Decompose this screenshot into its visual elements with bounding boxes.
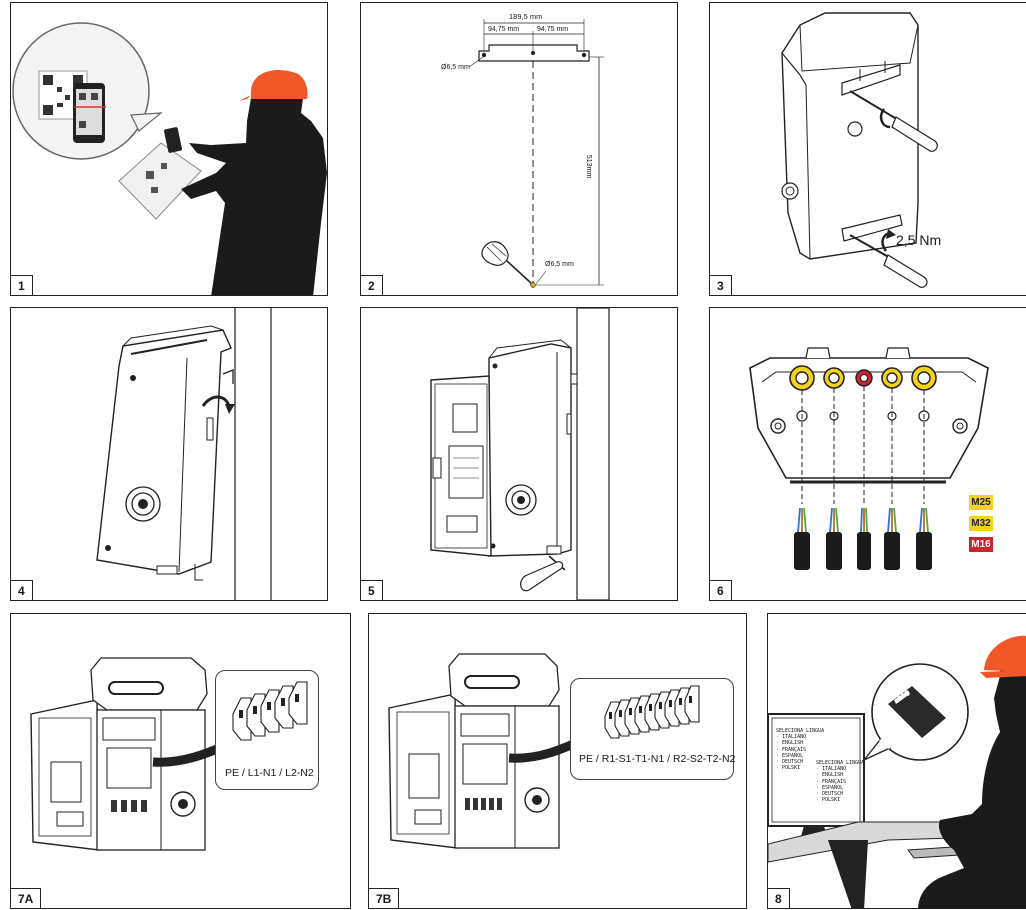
screen-line: · ESPAÑOL — [776, 752, 804, 759]
screen-line: · POLSKI — [776, 765, 801, 772]
gland-size-m25: M25 — [969, 495, 993, 510]
step-number: 2 — [361, 275, 383, 295]
terminal-block-drawing — [232, 681, 308, 741]
illustration-wiring-three-phase — [388, 653, 603, 849]
screen-line: · POLSKI — [816, 797, 841, 804]
gland-size-m16: M16 — [969, 537, 993, 552]
screen-line: · ENGLISH — [816, 772, 844, 779]
step-number: 7A — [11, 888, 42, 908]
step-number: 5 — [361, 580, 383, 600]
illustration-cable-glands — [749, 347, 989, 570]
top-hole-diameter: Ø6,5 mm — [441, 64, 470, 71]
step-panel-5: 5 — [360, 307, 678, 601]
gland-size-m32: M32 — [969, 516, 993, 531]
torque-value: 2,5 Nm — [896, 232, 942, 248]
illustration-open-door — [430, 308, 610, 600]
screen-line: · ESPAÑOL — [816, 784, 844, 791]
step-number: 6 — [710, 580, 732, 600]
step-number: 7B — [369, 888, 400, 908]
step-panel-6: M25 M32 M16 6 — [709, 307, 1026, 601]
step-panel-8: SELECIONA LINGUA · ITALIANO · ENGLISH · … — [767, 613, 1026, 909]
illustration-qr-scan — [12, 22, 327, 295]
step-number: 8 — [768, 888, 790, 908]
screen-line: · ENGLISH — [776, 740, 804, 747]
step-number: 3 — [710, 275, 732, 295]
step-panel-3: 2,5 Nm 3 — [709, 2, 1026, 296]
screen-line: · FRANÇAIS — [776, 746, 807, 753]
illustration-drilling-template — [468, 19, 604, 288]
screen-line: · ITALIANO — [776, 734, 807, 741]
dimension-total-width: 189,5 mm — [509, 12, 543, 21]
dimension-right-half: 94,75 mm — [537, 26, 569, 33]
step-panel-4: 4 — [10, 307, 328, 601]
illustration-mount-bracket — [781, 12, 938, 288]
terminal-block-drawing — [604, 685, 700, 739]
step-number: 1 — [11, 275, 33, 295]
step-panel-1: 1 — [10, 2, 328, 296]
screen-line: · FRANÇAIS — [816, 778, 847, 785]
terminal-label: PE / R1-S1-T1-N1 / R2-S2-T2-N2 — [579, 753, 736, 765]
illustration-hang-enclosure — [96, 308, 272, 600]
bottom-hole-diameter: Ø6,5 mm — [545, 261, 574, 268]
height-dimension: 513mm — [585, 154, 593, 179]
step-panel-7b: PE / R1-S1-T1-N1 / R2-S2-T2-N2 7B — [368, 613, 747, 909]
step-panel-2: 189,5 mm 94,75 mm 94,75 mm Ø6,5 mm 513mm… — [360, 2, 678, 296]
screen-line: · DEUTSCH — [776, 759, 804, 766]
step-panel-7a: PE / L1-N1 / L2-N2 7A — [10, 613, 351, 909]
dimension-left-half: 94,75 mm — [488, 26, 520, 33]
terminal-label: PE / L1-N1 / L2-N2 — [225, 767, 314, 779]
screen-language-list-right: SELECIONA LINGUA · ITALIANO · ENGLISH · … — [816, 760, 864, 803]
illustration-sd-card-config — [768, 635, 1026, 908]
screen-line: SELECIONA LINGUA — [776, 728, 825, 734]
screen-line: · ITALIANO — [816, 766, 847, 773]
screen-language-list-left: SELECIONA LINGUA · ITALIANO · ENGLISH · … — [776, 728, 824, 771]
screen-line: SELECIONA LINGUA — [816, 760, 865, 766]
screen-line: · DEUTSCH — [816, 791, 844, 798]
step-number: 4 — [11, 580, 33, 600]
